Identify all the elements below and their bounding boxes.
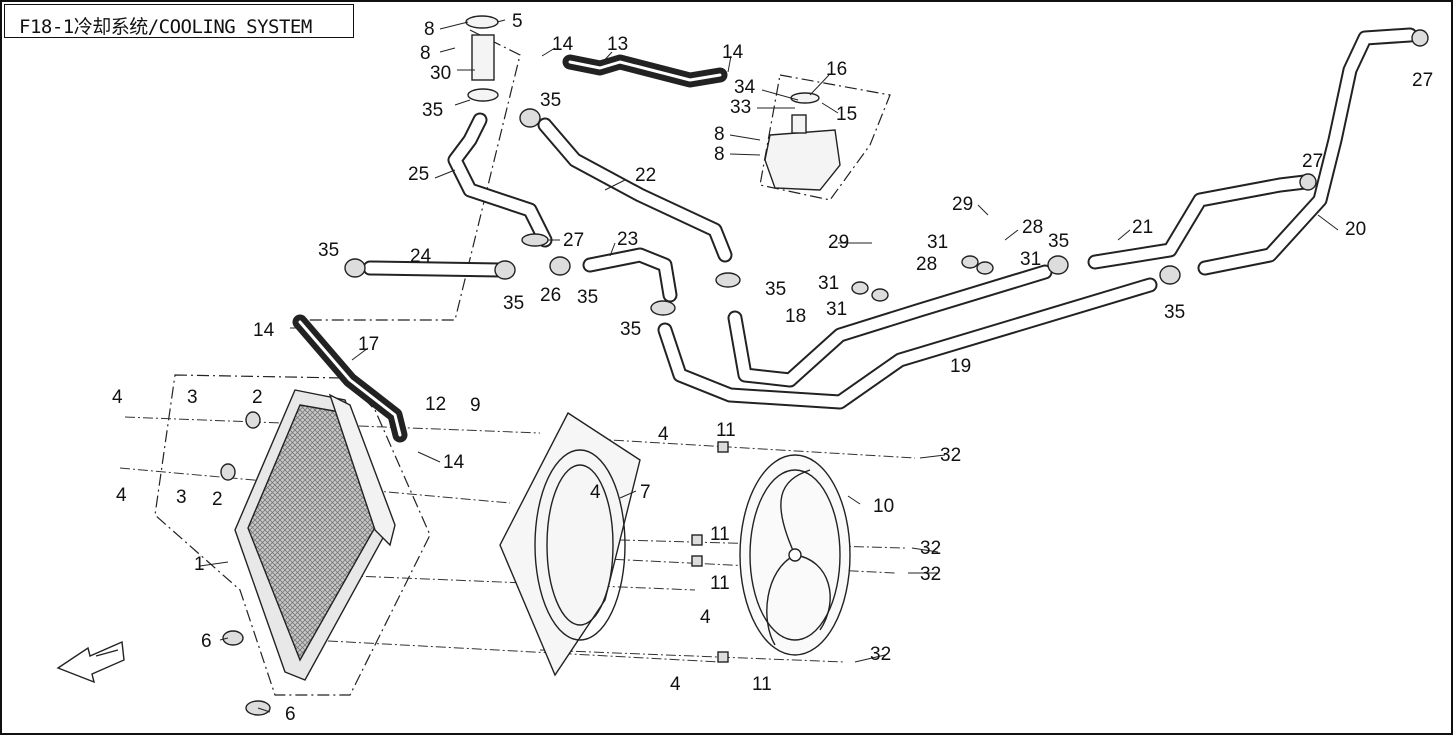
callout-32: 32 xyxy=(870,644,891,665)
callout-28: 28 xyxy=(1022,217,1043,238)
callout-31: 31 xyxy=(826,299,847,320)
callout-leaders xyxy=(199,19,1339,713)
cooling-fan xyxy=(739,454,851,656)
callout-31: 31 xyxy=(927,232,948,253)
callout-17: 17 xyxy=(358,334,379,355)
callout-14: 14 xyxy=(443,452,465,473)
callout-35: 35 xyxy=(318,240,339,261)
callout-34: 34 xyxy=(734,77,756,98)
callout-23: 23 xyxy=(617,229,638,250)
callout-20: 20 xyxy=(1345,219,1366,240)
callout-32: 32 xyxy=(920,564,941,585)
callout-22: 22 xyxy=(635,165,656,186)
callout-14: 14 xyxy=(552,34,574,55)
callout-11: 11 xyxy=(752,674,772,695)
callout-18: 18 xyxy=(785,306,806,327)
callout-8: 8 xyxy=(714,144,725,165)
callout-8: 8 xyxy=(424,19,435,40)
callout-35: 35 xyxy=(1048,231,1069,252)
callout-32: 32 xyxy=(940,445,961,466)
callout-27: 27 xyxy=(563,230,584,251)
callout-35: 35 xyxy=(540,90,561,111)
callout-11: 11 xyxy=(710,524,730,545)
callout-12: 12 xyxy=(425,394,446,415)
callout-30: 30 xyxy=(430,63,451,84)
callout-4: 4 xyxy=(670,674,681,695)
radiator xyxy=(234,389,396,681)
fan-shroud xyxy=(499,411,641,677)
title-box: F18-1冷却系统/COOLING SYSTEM xyxy=(4,4,354,38)
reservoir-tank xyxy=(764,92,841,191)
callout-14: 14 xyxy=(253,320,275,341)
hoses xyxy=(292,27,1418,443)
callout-4: 4 xyxy=(590,482,601,503)
callout-35: 35 xyxy=(765,279,786,300)
callout-7: 7 xyxy=(640,482,651,503)
callout-4: 4 xyxy=(112,387,123,408)
callout-27: 27 xyxy=(1412,70,1433,91)
callout-26: 26 xyxy=(540,285,561,306)
callout-11: 11 xyxy=(716,420,736,441)
callout-11: 11 xyxy=(710,573,730,594)
callout-16: 16 xyxy=(826,59,847,80)
callout-31: 31 xyxy=(818,273,839,294)
callout-35: 35 xyxy=(1164,302,1185,323)
callout-14: 14 xyxy=(722,42,744,63)
callout-24: 24 xyxy=(410,246,432,267)
callout-31: 31 xyxy=(1020,249,1041,270)
callout-25: 25 xyxy=(408,164,429,185)
callout-35: 35 xyxy=(503,293,524,314)
callout-8: 8 xyxy=(714,124,725,145)
callout-2: 2 xyxy=(212,489,223,510)
callout-35: 35 xyxy=(577,287,598,308)
callout-13: 13 xyxy=(607,34,628,55)
callout-4: 4 xyxy=(658,424,669,445)
callout-27: 27 xyxy=(1302,151,1323,172)
callout-33: 33 xyxy=(730,97,751,118)
callout-28: 28 xyxy=(916,254,937,275)
callout-5: 5 xyxy=(512,11,523,32)
callout-29: 29 xyxy=(828,232,849,253)
callout-4: 4 xyxy=(116,485,127,506)
callout-8: 8 xyxy=(420,43,431,64)
callout-32: 32 xyxy=(920,538,941,559)
callout-6: 6 xyxy=(201,631,212,652)
callout-19: 19 xyxy=(950,356,971,377)
callout-4: 4 xyxy=(700,607,711,628)
hose-clamps xyxy=(220,29,1429,716)
radiator-cap-assembly xyxy=(465,15,499,102)
callout-3: 3 xyxy=(176,487,187,508)
callout-10: 10 xyxy=(873,496,894,517)
callout-labels: 5 8 8 30 35 14 13 14 16 34 33 15 8 8 35 … xyxy=(112,11,1433,725)
callout-15: 15 xyxy=(836,104,857,125)
page-title: F18-1冷却系统/COOLING SYSTEM xyxy=(19,16,312,38)
callout-6: 6 xyxy=(285,704,296,725)
callout-21: 21 xyxy=(1132,217,1153,238)
callout-35: 35 xyxy=(620,319,641,340)
callout-3: 3 xyxy=(187,387,198,408)
callout-1: 1 xyxy=(194,554,205,575)
callout-9: 9 xyxy=(470,395,481,416)
callout-2: 2 xyxy=(252,387,263,408)
callout-35: 35 xyxy=(422,100,443,121)
front-direction-arrow-icon xyxy=(56,640,125,684)
callout-29: 29 xyxy=(952,194,973,215)
